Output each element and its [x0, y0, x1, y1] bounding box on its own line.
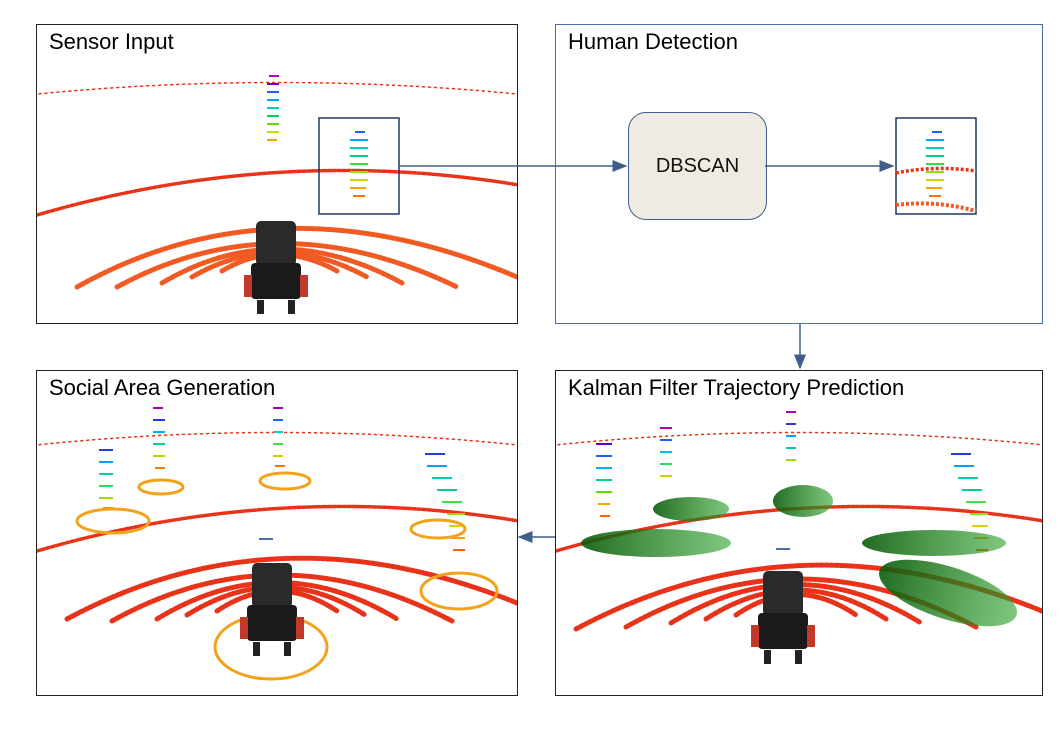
lidar-ring-crop: [895, 201, 977, 213]
kalman-scene: [556, 411, 1042, 664]
sensor-input-scene: [37, 75, 517, 314]
wheelchair-robot-icon: [751, 571, 815, 664]
human-point-cloud-icon: [267, 75, 279, 141]
social-area-panel: Social Area Generation: [36, 370, 518, 696]
human-point-cloud-icon: [425, 453, 465, 551]
dbscan-label: DBSCAN: [655, 154, 740, 177]
wheelchair-robot-icon: [240, 563, 304, 656]
lidar-ring-crop: [895, 166, 977, 175]
human-point-cloud-icon: [99, 449, 113, 509]
wheelchair-robot-icon: [244, 221, 308, 314]
human-point-cloud-icon: [350, 131, 368, 197]
sensor-input-panel: Sensor Input: [36, 24, 518, 324]
panel-title-human-detection: Human Detection: [568, 29, 738, 54]
detection-output-scene: [895, 117, 977, 215]
human-point-cloud-icon: [660, 427, 672, 477]
detected-cluster-box: [895, 117, 977, 215]
lidar-rings: [37, 81, 517, 290]
human-point-cloud-icon: [273, 407, 285, 467]
human-detection-panel: Human Detection DBSCAN: [555, 24, 1043, 324]
predicted-trajectory-ellipses: [581, 485, 1017, 627]
panel-title-social-area: Social Area Generation: [49, 375, 276, 400]
kalman-panel: Kalman Filter Trajectory Prediction: [555, 370, 1043, 696]
human-point-cloud-icon: [926, 131, 944, 197]
social-area-scene: [37, 407, 517, 681]
panel-title-sensor-input: Sensor Input: [49, 29, 174, 54]
panel-title-kalman: Kalman Filter Trajectory Prediction: [568, 375, 905, 400]
human-point-cloud-icon: [596, 443, 612, 517]
human-point-cloud-icon: [153, 407, 165, 469]
human-point-cloud-icon: [786, 411, 796, 461]
